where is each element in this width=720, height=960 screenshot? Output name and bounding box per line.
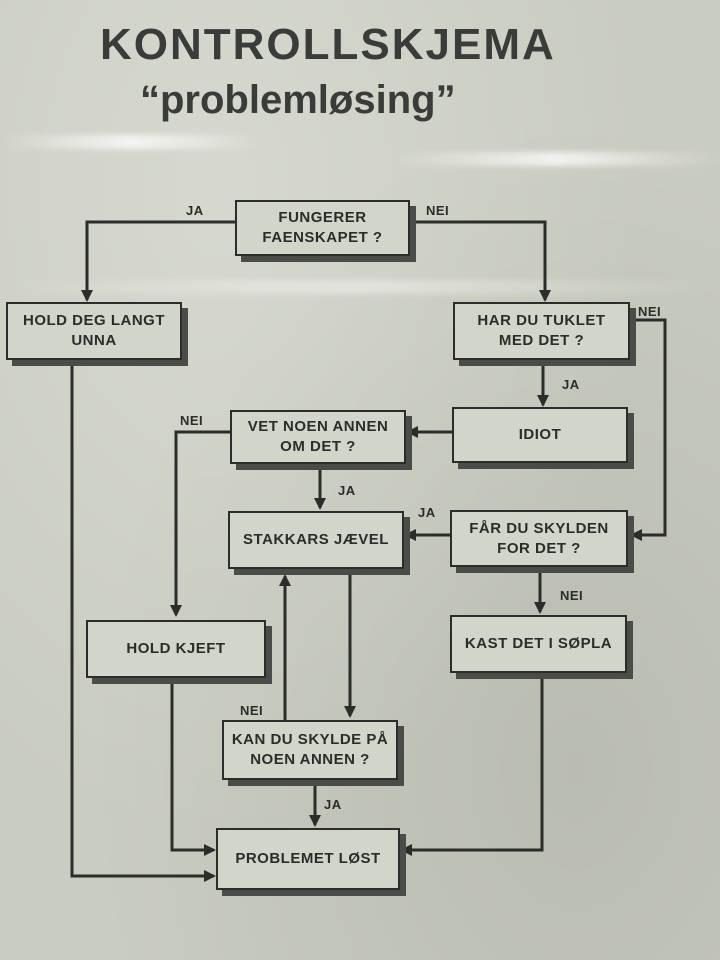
box-kan-du-skylde: KAN DU SKYLDE PÅ NOEN ANNEN ? (222, 720, 398, 780)
label-nei: NEI (240, 703, 264, 718)
label-ja: JA (562, 377, 580, 392)
label-ja: JA (186, 203, 204, 218)
light-reflection (390, 152, 720, 166)
label-ja: JA (324, 797, 342, 812)
box-hold-deg-langt-unna: HOLD DEG LANGT UNNA (6, 302, 182, 360)
box-idiot: IDIOT (452, 407, 628, 463)
label-nei: NEI (560, 588, 584, 603)
box-kast-det-i-sopla: KAST DET I SØPLA (450, 615, 627, 673)
box-far-du-skylden: FÅR DU SKYLDEN FOR DET ? (450, 510, 628, 567)
arrow-unna-lost (70, 362, 216, 882)
box-hold-kjeft: HOLD KJEFT (86, 620, 266, 678)
label-nei: NEI (426, 203, 450, 218)
box-stakkars-jaevel: STAKKARS JÆVEL (228, 511, 404, 569)
label-ja: JA (418, 505, 436, 520)
page-subtitle: “problemløsing” (140, 78, 456, 122)
box-har-du-tuklet: HAR DU TUKLET MED DET ? (453, 302, 630, 360)
arrow-fungerer-nei (410, 220, 551, 302)
arrow-fungerer-ja (81, 220, 235, 302)
arrow-kast-lost (400, 675, 544, 856)
box-vet-noen-annen: VET NOEN ANNEN OM DET ? (230, 410, 406, 464)
box-problemet-lost: PROBLEMET LØST (216, 828, 400, 890)
box-fungerer-faenskapet: FUNGERER FAENSKAPET ? (235, 200, 410, 256)
label-nei: NEI (638, 304, 662, 319)
label-nei: NEI (180, 413, 204, 428)
arrow-vet-nei (170, 430, 232, 617)
light-reflection (0, 135, 260, 149)
label-ja: JA (338, 483, 356, 498)
arrow-tuklet-nei (630, 318, 667, 541)
arrow-kjeft-lost (170, 680, 216, 856)
page-title: KONTROLLSKJEMA (100, 20, 556, 69)
